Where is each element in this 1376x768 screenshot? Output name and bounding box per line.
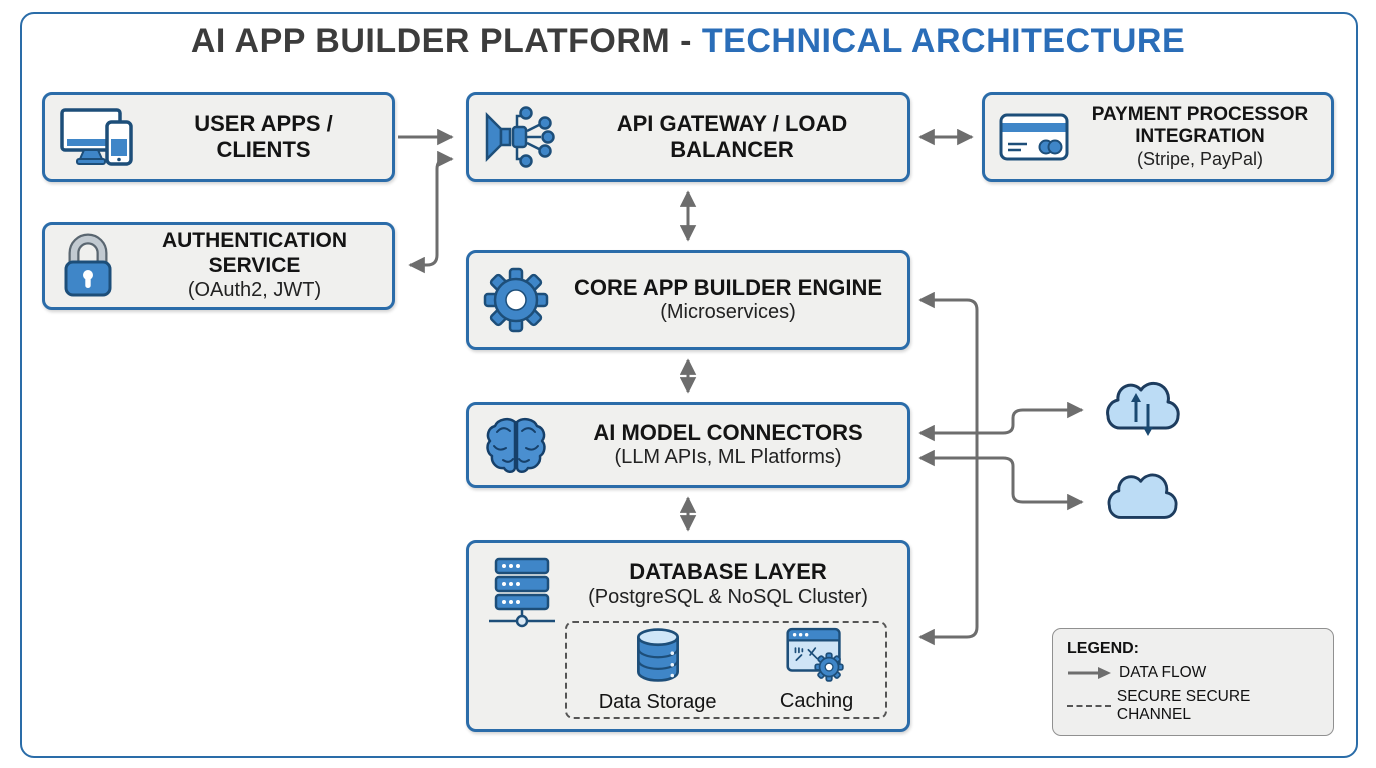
secure-storage-group: Data Storage: [565, 621, 887, 719]
database-layer-header: DATABASE LAYER (PostgreSQL & NoSQL Clust…: [469, 555, 907, 631]
node-ai-connectors-title: AI MODEL CONNECTORS: [593, 420, 863, 446]
node-api-gateway: API GATEWAY / LOAD BALANCER: [466, 92, 910, 182]
caching-label: Caching: [779, 690, 854, 712]
data-storage-item: Data Storage: [599, 626, 717, 714]
legend-data-flow-row: DATA FLOW: [1067, 664, 1319, 682]
node-database-layer-text: DATABASE LAYER (PostgreSQL & NoSQL Clust…: [559, 555, 907, 609]
credit-card-icon: [999, 112, 1069, 162]
node-ai-connectors-text: AI MODEL CONNECTORS (LLM APIs, ML Platfo…: [549, 420, 907, 470]
node-database-layer: DATABASE LAYER (PostgreSQL & NoSQL Clust…: [466, 540, 910, 732]
node-auth-title: AUTHENTICATION SERVICE: [161, 229, 348, 278]
node-ai-connectors-subtitle: (LLM APIs, ML Platforms): [614, 446, 842, 469]
node-database-layer-subtitle: (PostgreSQL & NoSQL Cluster): [588, 586, 868, 609]
node-payment-subtitle: (Stripe, PayPal): [1136, 148, 1264, 169]
legend-box: LEGEND: DATA FLOW SECURE SECURE CHANNEL: [1052, 628, 1334, 736]
node-core-engine-text: CORE APP BUILDER ENGINE (Microservices): [549, 275, 907, 325]
brain-icon: [483, 415, 549, 475]
data-flow-arrow-icon: [1068, 667, 1111, 679]
node-ai-connectors: AI MODEL CONNECTORS (LLM APIs, ML Platfo…: [466, 402, 910, 488]
node-database-layer-title: DATABASE LAYER: [629, 559, 827, 584]
node-auth: AUTHENTICATION SERVICE (OAuth2, JWT): [42, 222, 395, 310]
legend-title: LEGEND:: [1067, 640, 1139, 657]
node-api-gateway-title: API GATEWAY / LOAD BALANCER: [616, 111, 848, 162]
node-auth-subtitle: (OAuth2, JWT): [187, 278, 322, 301]
node-user-apps: USER APPS / CLIENTS: [42, 92, 395, 182]
node-core-engine-subtitle: (Microservices): [660, 301, 796, 324]
lock-icon: [59, 233, 117, 299]
devices-icon: [59, 106, 135, 168]
page-title-main: AI APP BUILDER PLATFORM -: [190, 22, 702, 60]
broadcast-hub-icon: [483, 103, 557, 171]
node-auth-text: AUTHENTICATION SERVICE (OAuth2, JWT): [117, 229, 392, 302]
legend-secure-channel-label: SECURE SECURE CHANNEL: [1116, 688, 1251, 723]
database-cylinder-icon: [633, 626, 683, 689]
node-user-apps-title: USER APPS / CLIENTS: [194, 111, 333, 162]
legend-data-flow-label: DATA FLOW: [1119, 664, 1207, 681]
node-core-engine-title: CORE APP BUILDER ENGINE: [573, 275, 883, 301]
outer-frame: [20, 12, 1358, 758]
node-payment-text: PAYMENT PROCESSOR INTEGRATION (Stripe, P…: [1069, 104, 1331, 170]
node-payment-title: PAYMENT PROCESSOR INTEGRATION: [1091, 103, 1309, 148]
caching-item: Caching: [780, 627, 853, 713]
page-title: AI APP BUILDER PLATFORM - TECHNICAL ARCH…: [0, 22, 1376, 61]
dashed-line-icon: [1067, 705, 1111, 707]
gear-icon: [483, 267, 549, 333]
node-payment: PAYMENT PROCESSOR INTEGRATION (Stripe, P…: [982, 92, 1334, 182]
legend-secure-channel-row: SECURE SECURE CHANNEL: [1067, 688, 1319, 724]
server-stack-icon: [485, 555, 559, 631]
browser-gear-icon: [786, 627, 848, 688]
node-core-engine: CORE APP BUILDER ENGINE (Microservices): [466, 250, 910, 350]
data-storage-label: Data Storage: [598, 691, 717, 713]
page-title-accent: TECHNICAL ARCHITECTURE: [701, 22, 1186, 60]
